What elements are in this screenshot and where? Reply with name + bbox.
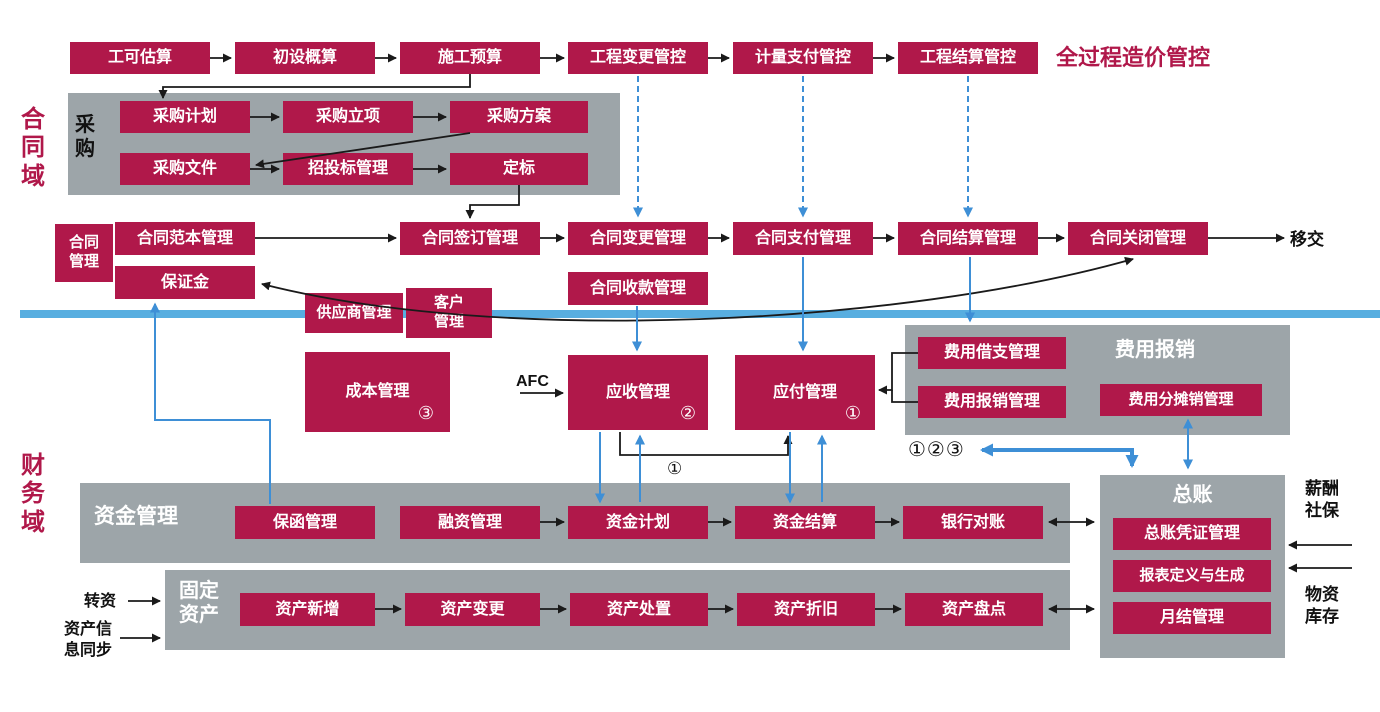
node-bank-reconciliation: 银行对账: [903, 506, 1043, 539]
node-ledger-report: 报表定义与生成: [1113, 560, 1271, 592]
receivable-badge: ②: [679, 402, 696, 423]
domain-divider: [20, 310, 1380, 318]
afc-label: AFC: [516, 373, 549, 390]
material-inventory-label: 物资库存: [1305, 585, 1339, 627]
transfer-label: 转资: [84, 593, 117, 610]
finance-domain-label: 财务域: [21, 452, 45, 536]
node-feasibility-estimate: 工可估算: [70, 42, 210, 74]
contract-group-label: 合同管理: [55, 224, 113, 282]
node-procurement-initiate: 采购立项: [283, 101, 413, 133]
payable-badge: ①: [844, 402, 861, 423]
node-construction-budget: 施工预算: [400, 42, 540, 74]
node-cost-mgmt: 成本管理 ③: [305, 352, 450, 432]
assets-title: 固定资产: [179, 580, 219, 626]
funds-title: 资金管理: [94, 505, 178, 528]
blue-dashed-connectors: [633, 76, 973, 218]
node-payment-control: 计量支付管控: [733, 42, 873, 74]
node-ledger-voucher: 总账凭证管理: [1113, 518, 1271, 550]
ledger-title: 总账: [1172, 484, 1213, 506]
node-expense-loan: 费用借支管理: [918, 337, 1066, 369]
asset-sync-label: 资产信息同步: [63, 621, 112, 659]
node-deposit: 保证金: [115, 266, 255, 299]
node-supplier-mgmt: 供应商管理: [305, 293, 403, 333]
flow-one-label: ①: [667, 459, 683, 478]
ledger-badges-label: ①②③: [908, 439, 965, 461]
caption-whole-process-cost-control: 全过程造价管控: [1056, 45, 1211, 70]
node-bidding-mgmt: 招投标管理: [283, 153, 413, 185]
node-contract-settle: 合同结算管理: [898, 222, 1038, 255]
node-customer-mgmt: 客户管理: [406, 288, 492, 338]
node-expense-reimburse: 费用报销管理: [918, 386, 1066, 418]
node-fund-plan: 资金计划: [568, 506, 708, 539]
receivable-label: 应收管理: [605, 383, 670, 401]
node-asset-change: 资产变更: [405, 593, 540, 626]
handover-label: 移交: [1290, 230, 1324, 249]
payable-label: 应付管理: [772, 383, 837, 401]
node-change-control: 工程变更管控: [568, 42, 708, 74]
node-contract-close: 合同关闭管理: [1068, 222, 1208, 255]
node-award: 定标: [450, 153, 588, 185]
node-procurement-scheme: 采购方案: [450, 101, 588, 133]
node-expense-allocate: 费用分摊销管理: [1100, 384, 1262, 416]
node-contract-change: 合同变更管理: [568, 222, 708, 255]
node-preliminary-estimate: 初设概算: [235, 42, 375, 74]
node-asset-dispose: 资产处置: [570, 593, 708, 626]
node-contract-pay: 合同支付管理: [733, 222, 873, 255]
node-receivable-mgmt: 应收管理 ②: [568, 355, 708, 430]
node-financing-mgmt: 融资管理: [400, 506, 540, 539]
node-procurement-plan: 采购计划: [120, 101, 250, 133]
node-fund-settle: 资金结算: [735, 506, 875, 539]
node-settlement-control: 工程结算管控: [898, 42, 1038, 74]
node-guarantee-mgmt: 保函管理: [235, 506, 375, 539]
salary-social-label: 薪酬社保: [1305, 479, 1339, 521]
contract-domain-label: 合同域: [21, 106, 45, 190]
procurement-label: 采购: [75, 114, 95, 160]
node-asset-inventory: 资产盘点: [905, 593, 1043, 626]
node-asset-add: 资产新增: [240, 593, 375, 626]
cost-badge: ③: [417, 402, 434, 423]
expense-title: 费用报销: [1115, 339, 1195, 361]
node-contract-template: 合同范本管理: [115, 222, 255, 255]
cost-mgmt-label: 成本管理: [345, 383, 410, 400]
node-contract-receipt: 合同收款管理: [568, 272, 708, 305]
node-procurement-docs: 采购文件: [120, 153, 250, 185]
node-contract-sign: 合同签订管理: [400, 222, 540, 255]
node-ledger-monthly: 月结管理: [1113, 602, 1271, 634]
node-asset-depreciation: 资产折旧: [737, 593, 875, 626]
blue-thick-connectors: [980, 443, 1139, 468]
node-payable-mgmt: 应付管理 ①: [735, 355, 875, 430]
